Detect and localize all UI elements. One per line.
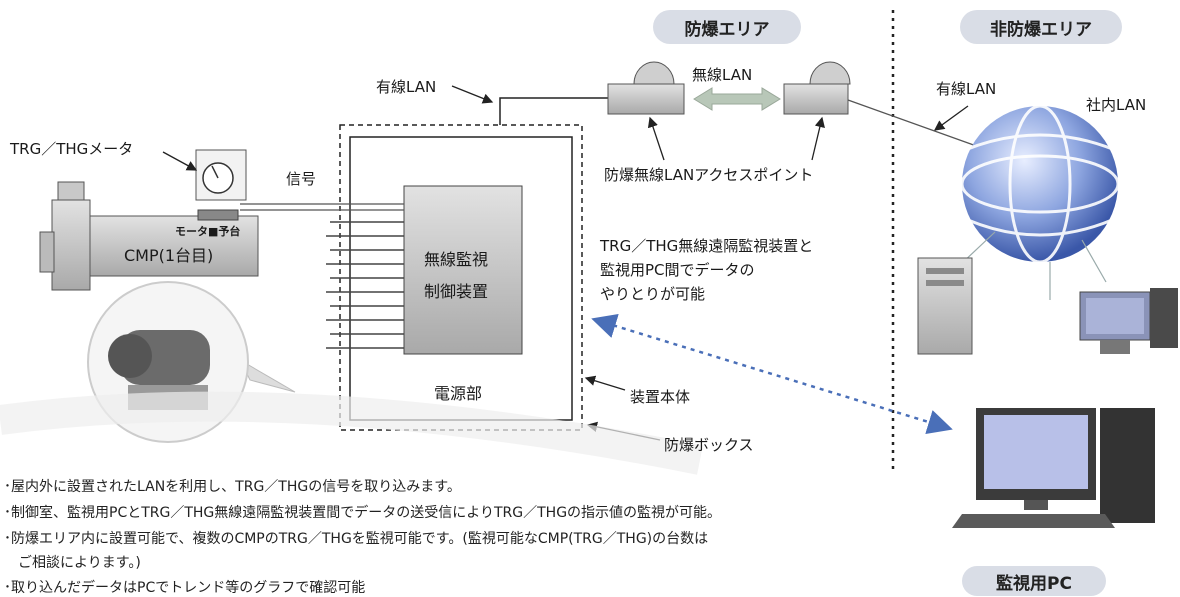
- non-explosion-proof-area-label: 非防爆エリア: [960, 10, 1122, 44]
- controller-box: [403, 185, 523, 355]
- server-tower: [917, 257, 973, 355]
- device-body-label: 装置本体: [630, 388, 691, 406]
- exchange-note-line: やりとりが可能: [600, 285, 706, 303]
- data-exchange-arrow: [591, 313, 953, 435]
- exchange-note-line: TRG／THG無線遠隔監視装置と: [600, 237, 814, 255]
- signal-line: [240, 203, 404, 211]
- access-point-left: [607, 61, 685, 115]
- wireless-arrow: [693, 87, 781, 111]
- access-point-right: [783, 61, 851, 115]
- wired-lan-line: [499, 97, 608, 125]
- wired-lan-right-label: 有線LAN: [936, 80, 997, 98]
- decor-swoosh: [0, 391, 703, 475]
- bullet-note: ･防爆エリア内に設置可能で、複数のCMPのTRG／THGを監視可能です。(監視可…: [4, 531, 709, 547]
- cmp-pump: [39, 181, 259, 291]
- meter: [195, 149, 247, 221]
- bullet-note: ご相談によります。): [18, 555, 141, 571]
- bullet-note: ･屋内外に設置されたLANを利用し、TRG／THGの信号を取り込みます。: [4, 479, 461, 495]
- monitor-pc-label: 監視用PC: [962, 566, 1106, 596]
- cable-bundle: [326, 221, 404, 349]
- meter-label: TRG／THGメータ: [10, 140, 134, 158]
- globe: [959, 104, 1120, 300]
- signal-label: 信号: [286, 170, 317, 188]
- cmp-label: CMP(1台目): [124, 246, 214, 265]
- explosion-box-label: 防爆ボックス: [664, 436, 754, 454]
- bullet-note: ･取り込んだデータはPCでトレンド等のグラフで確認可能: [4, 580, 366, 596]
- wired-lan-left-label: 有線LAN: [376, 78, 437, 96]
- motor-base-label: モータ■予台: [175, 225, 241, 238]
- explosion-proof-area-label: 防爆エリア: [653, 10, 801, 44]
- power-unit-label: 電源部: [434, 384, 483, 403]
- exchange-note-line: 監視用PC間でデータの: [600, 261, 755, 279]
- access-point-label: 防爆無線LANアクセスポイント: [604, 166, 814, 184]
- corporate-lan-label: 社内LAN: [1086, 96, 1147, 114]
- wireless-lan-label: 無線LAN: [692, 66, 753, 84]
- monitor-pc-graphic: [952, 408, 1155, 528]
- bullet-note: ･制御室、監視用PCとTRG／THG無線遠隔監視装置間でデータの送受信によりTR…: [4, 505, 722, 521]
- controller-label-line1: 無線監視: [424, 250, 489, 269]
- exchange-note: TRG／THG無線遠隔監視装置と 監視用PC間でデータの やりとりが可能: [600, 234, 813, 306]
- controller-label-line2: 制御装置: [424, 282, 489, 301]
- desktop-small: [1079, 288, 1178, 354]
- lan-link-line: [847, 99, 983, 149]
